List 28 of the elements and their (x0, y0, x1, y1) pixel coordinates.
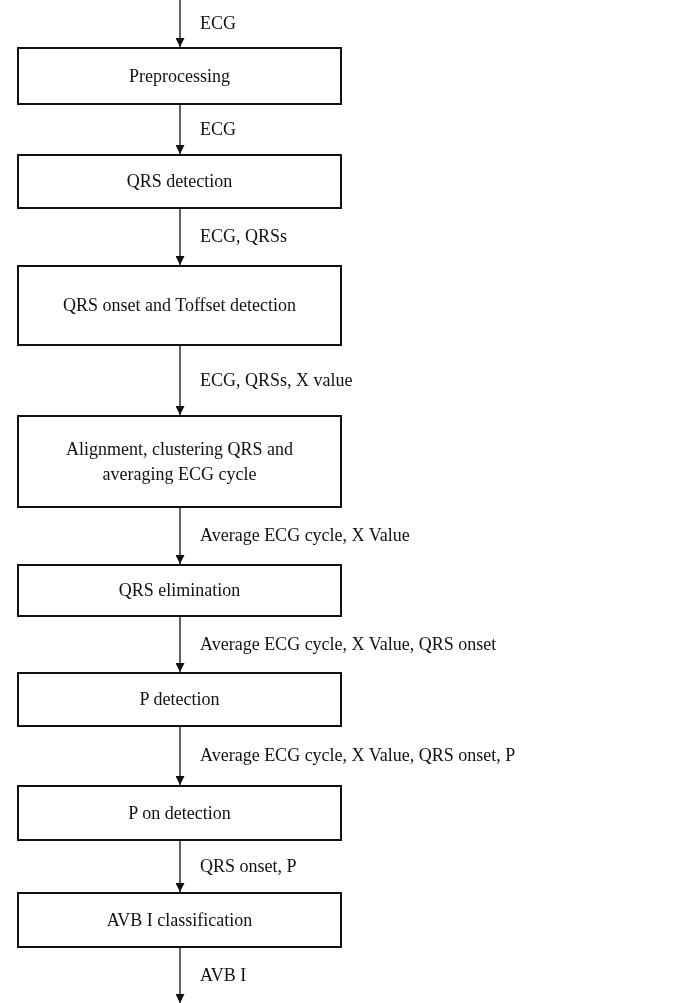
edge-label: Average ECG cycle, X Value (200, 525, 410, 547)
box-label: P on detection (128, 801, 231, 825)
process-box (17, 564, 342, 617)
arrow (175, 208, 185, 266)
box-label: QRS detection (126, 170, 233, 194)
box-label: AVB I classification (106, 908, 253, 932)
edge-label: ECG, QRSs (200, 226, 288, 248)
process-box (17, 785, 342, 841)
arrow (175, 947, 185, 1003)
arrow (175, 507, 185, 565)
arrow (175, 345, 185, 416)
box-label: QRS elimination (118, 579, 241, 603)
process-box (17, 415, 342, 508)
box-label: P detection (139, 688, 220, 712)
process-box (17, 672, 342, 727)
box-label: QRS onset and Toffset detection (62, 294, 296, 318)
arrow (175, 840, 185, 893)
process-box (17, 265, 342, 346)
arrow (175, 616, 185, 673)
arrow (175, 726, 185, 786)
process-box (17, 892, 342, 948)
arrow (175, 0, 185, 48)
process-box (17, 47, 342, 105)
box-label: Alignment, clustering QRS and averaging ECG cycle (65, 438, 294, 486)
process-box (17, 154, 342, 209)
arrow (175, 104, 185, 155)
edge-label: Average ECG cycle, X Value, QRS onset, P (200, 745, 516, 767)
box-label: Preprocessing (129, 64, 230, 88)
